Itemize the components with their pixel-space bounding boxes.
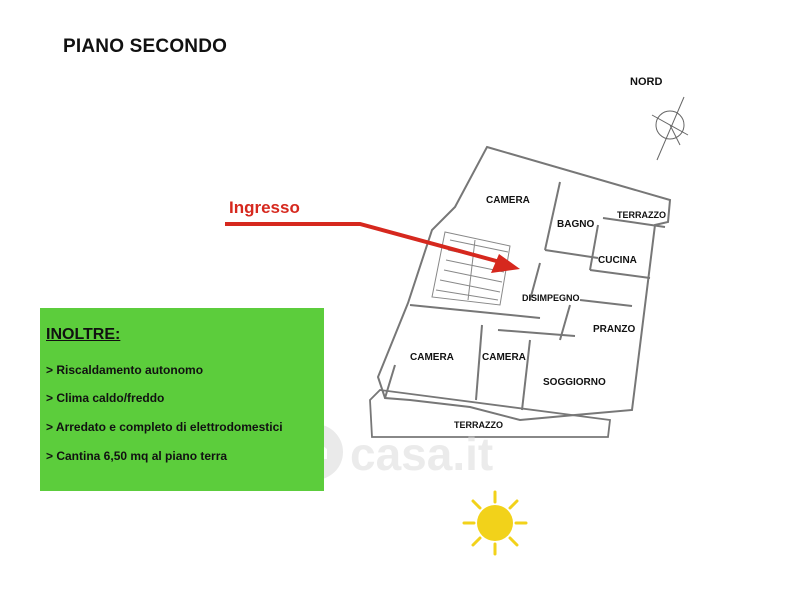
- room-label-disimpegno: DISIMPEGNO: [522, 293, 580, 303]
- entrance-arrow-icon: [225, 222, 520, 273]
- room-label-terrazzo: TERRAZZO: [617, 210, 666, 220]
- room-label-camera: CAMERA: [410, 352, 454, 363]
- feature-item: > Riscaldamento autonomo: [46, 363, 204, 377]
- plan-walls: [369, 145, 672, 438]
- features-box: INOLTRE: > Riscaldamento autonomo > Clim…: [40, 308, 324, 491]
- room-label-bagno: BAGNO: [557, 219, 594, 230]
- page-title: PIANO SECONDO: [63, 36, 228, 57]
- room-label-terrazzo: TERRAZZO: [454, 420, 503, 430]
- features-title: INOLTRE:: [46, 326, 121, 343]
- room-label-cucina: CUCINA: [598, 255, 637, 266]
- room-label-pranzo: PRANZO: [593, 324, 635, 335]
- watermark-text: casa.it: [350, 428, 493, 480]
- feature-item: > Arredato e completo di elettrodomestic…: [46, 420, 283, 434]
- room-label-camera: CAMERA: [482, 352, 526, 363]
- feature-item: > Cantina 6,50 mq al piano terra: [46, 449, 228, 463]
- compass-icon: [651, 96, 689, 161]
- room-label-camera: CAMERA: [486, 195, 530, 206]
- feature-item: > Clima caldo/freddo: [46, 391, 165, 405]
- entrance-label: Ingresso: [229, 198, 300, 217]
- room-label-soggiorno: SOGGIORNO: [543, 377, 606, 388]
- sun-icon: [462, 490, 528, 556]
- north-label: NORD: [630, 76, 662, 88]
